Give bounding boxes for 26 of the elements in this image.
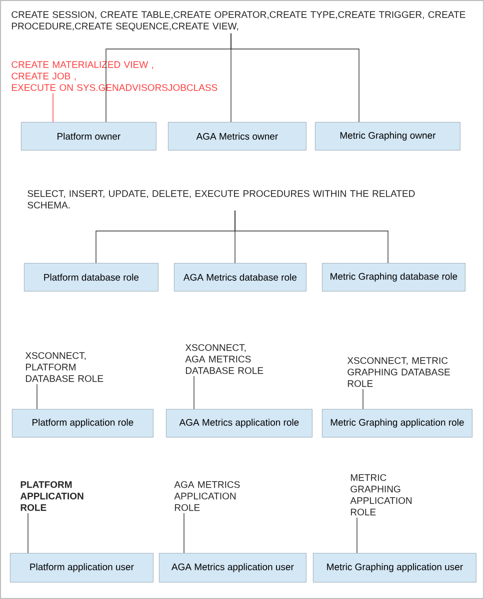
connector-line [36, 384, 38, 410]
permission-text: XSCONNECT, PLATFORM DATABASE ROLE [25, 352, 104, 382]
role-box: Platform owner [21, 122, 156, 150]
role-box: Metric Graphing database role [322, 263, 466, 292]
connector-line [230, 32, 360, 122]
role-box: Metric Graphing owner [315, 122, 460, 150]
role-box: Metric Graphing application role [322, 409, 472, 438]
permission-text: CREATE SESSION, CREATE TABLE,CREATE OPERATOR,CREATE TYPE,CREATE TRIGGER, CREATE PROCEDURE,CREATE SEQUENCE,CREATE VIEW, [12, 11, 466, 32]
role-box: Platform application user [10, 553, 154, 582]
role-box: AGA Metrics application user [159, 553, 306, 582]
connector-line [234, 210, 388, 264]
role-box: Platform database role [24, 263, 158, 292]
permission-text: AGA METRICS APPLICATION ROLE [174, 481, 240, 511]
role-box: AGA Metrics owner [168, 122, 306, 150]
connector-line [362, 388, 364, 410]
role-box: Platform application role [12, 409, 154, 438]
role-box: Metric Graphing application user [313, 553, 476, 582]
role-box: AGA Metrics application role [166, 409, 312, 438]
connector-line [356, 517, 358, 554]
permission-text: PLATFORM APPLICATION ROLE [20, 481, 84, 511]
permission-text: XSCONNECT, METRIC GRAPHING DATABASE ROLE [347, 357, 450, 387]
permission-text: XSCONNECT, AGA METRICS DATABASE ROLE [185, 344, 264, 374]
permission-text: METRIC GRAPHING APPLICATION ROLE [350, 474, 412, 516]
permission-text: SELECT, INSERT, UPDATE, DELETE, EXECUTE PROCEDURES WITHIN THE RELATED SCHEMA. [28, 190, 415, 208]
role-box: AGA Metrics database role [174, 263, 306, 292]
connector-line [52, 92, 54, 122]
